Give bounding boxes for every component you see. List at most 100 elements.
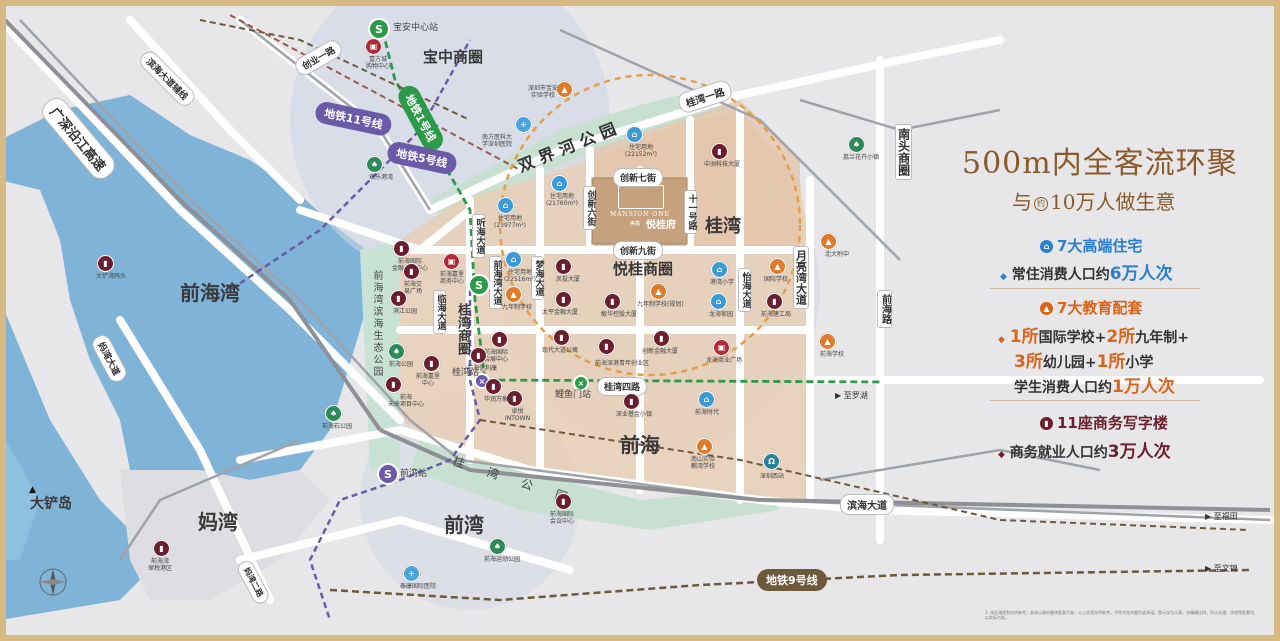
poi-res-icon: ⌂	[505, 251, 522, 268]
poi-label: 前海深港青年创业区	[595, 360, 650, 367]
graduation-cap-icon: ▲	[1040, 302, 1053, 315]
poi-biz-icon: ▮	[153, 540, 170, 557]
poi-gov-icon: Ω	[763, 453, 780, 470]
poi-park-icon: ♠	[325, 405, 342, 422]
poi-label: 前海石公园	[322, 423, 353, 430]
s2-l2-b: 幼儿园+	[1042, 355, 1097, 371]
poi-biz-icon: ▮	[653, 330, 670, 347]
road-tinghai: 听海大道	[472, 214, 486, 258]
poi-res-icon: ⌂	[626, 126, 643, 143]
poi-edu-icon: ▲	[505, 286, 522, 303]
s2-l1-c: 2所	[1106, 327, 1136, 347]
poi-edu-icon: ▲	[820, 233, 837, 250]
metro-station-icon: S	[368, 18, 390, 40]
poi-edu-icon: ▲	[696, 438, 713, 455]
poi-res-icon: ⌂	[710, 293, 727, 310]
section-education-title: ▲ 7大教育配套	[1040, 297, 1142, 318]
district-guiwan: 桂湾	[705, 216, 741, 237]
dir-luohu-text: 至罗湖	[843, 391, 868, 400]
metro-station-icon: ×	[573, 375, 589, 391]
poi-label: 敏华控股大厦	[601, 311, 638, 318]
road-shiyi: 十一号路	[684, 190, 698, 234]
dir-futian: ▶ 至福田	[1205, 512, 1238, 521]
district-qianwan: 前湾	[444, 513, 484, 537]
poi-label: 前海嘉里 商务中心	[440, 271, 465, 285]
panel-headline: 500m内全客流环聚	[962, 146, 1238, 181]
poi-label: 太平金融大厦	[542, 309, 579, 316]
poi-biz-icon: ▮	[555, 493, 572, 510]
divider	[990, 288, 1200, 289]
triangle-icon: ▲	[29, 485, 36, 495]
poi-biz-icon: ▮	[766, 293, 783, 310]
poi-biz-icon: ▮	[604, 293, 621, 310]
poi-label: 前海 未来项目中心	[388, 394, 425, 408]
poi-biz-icon: ▮	[97, 255, 114, 272]
poi-label: 前海时代	[695, 409, 720, 416]
poi-shop-icon: ▣	[713, 339, 730, 356]
road-guiwan4: 桂湾四路	[597, 377, 648, 396]
district-dachandao: 大铲岛	[30, 496, 72, 512]
poi-label: 南山实验 麒湾学校	[691, 456, 716, 470]
s3-title-text: 11座商务写字楼	[1057, 414, 1168, 432]
road-chuangxin9: 创新九街	[613, 241, 664, 260]
station-liyumen: 鲤鱼门站	[555, 390, 592, 400]
poi-label: 现代大道公寓	[542, 347, 579, 354]
poi-park-icon: ♠	[489, 538, 506, 555]
s2-l2-c: 1所	[1096, 352, 1126, 372]
poi-biz-icon: ▮	[491, 331, 508, 348]
poi-park-icon: ♠	[848, 136, 865, 153]
poi-label: 深圳市宝安 实验学校	[528, 85, 559, 99]
metro-station-icon: S	[468, 274, 490, 296]
s2-l3-hl: 1万人次	[1112, 377, 1175, 397]
poi-label: 住宅用地 (22152m²)	[625, 144, 658, 158]
poi-biz-icon: ▮	[555, 258, 572, 275]
s3-line-pre: 商务就业人口约	[1009, 445, 1108, 461]
poi-label: 龙海商业广场	[706, 357, 743, 364]
s1-line-pre: 常住消费人口约	[1011, 267, 1110, 283]
footnote: 1. 本区域规划仅供参考，具体以政府最终批复为准，以上信息仅供参考，不作为任何要…	[985, 610, 1255, 620]
section-education-line2: 3所幼儿园+1所小学	[1014, 347, 1153, 372]
diamond-icon: ◆	[998, 450, 1005, 460]
poi-edu-icon: ▲	[650, 283, 667, 300]
poi-biz-icon: ▮	[711, 143, 728, 160]
poi-res-icon: ⌂	[698, 391, 715, 408]
road-menghai: 梦海大道	[531, 256, 545, 300]
subhead-pre: 与	[1012, 190, 1032, 214]
poi-biz-icon: ▮	[485, 378, 502, 395]
poi-label: 住宅用地 (21760m²)	[546, 193, 579, 207]
office-building-icon: ▮	[1040, 417, 1053, 430]
poi-biz-icon: ▮	[470, 347, 487, 364]
poi-biz-icon: ▮	[423, 355, 440, 372]
poi-label: 华润万象城	[484, 396, 515, 403]
poi-label: 前海国际 会展中心	[484, 349, 509, 363]
poi-label: 大铲湾码头	[96, 273, 127, 280]
s2-title-text: 7大教育配套	[1057, 299, 1143, 317]
poi-edu-icon: ▲	[556, 81, 573, 98]
district-qianhai: 前海	[620, 433, 660, 457]
s3-line-hl: 3万人次	[1107, 442, 1171, 462]
project-brand: 美鑫	[630, 221, 641, 227]
poi-biz-icon: ▮	[393, 240, 410, 257]
road-nantou: 南头商圈	[895, 124, 912, 180]
project-logo-icon	[618, 185, 664, 209]
poi-label: 前海学校	[820, 351, 845, 358]
subhead-post: 10万人做生意	[1050, 190, 1176, 214]
poi-label: 前海信利康	[467, 365, 498, 372]
section-education-line1: ◆ 1所国际学校+2所九年制+	[998, 322, 1189, 347]
station-baoan: 宝安中心站	[393, 23, 439, 33]
road-yueliang: 月亮湾大道	[793, 246, 809, 309]
poi-shop-icon: ▣	[443, 253, 460, 270]
section-education-line3: 学生消费人口约1万人次	[1014, 372, 1175, 397]
road-qianhai-blvd: 前海湾大道	[489, 256, 503, 309]
dir-luohu: ▶ 至罗湖	[835, 391, 868, 400]
poi-label: 前海湾 保税港区	[148, 558, 173, 572]
dir-wenjin: ▶ 至文锦	[1205, 564, 1238, 573]
s2-l1-d: 九年制+	[1135, 330, 1189, 346]
park-qianhaiwan-binhai: 前海湾滨海生态公园	[371, 270, 382, 378]
poi-biz-icon: ▮	[598, 338, 615, 355]
poi-label: 欢乐港湾	[369, 174, 394, 181]
road-yihai: 怡海大道	[738, 268, 752, 312]
poi-med-icon: +	[515, 116, 532, 133]
section-office-title: ▮ 11座商务写字楼	[1040, 412, 1168, 433]
